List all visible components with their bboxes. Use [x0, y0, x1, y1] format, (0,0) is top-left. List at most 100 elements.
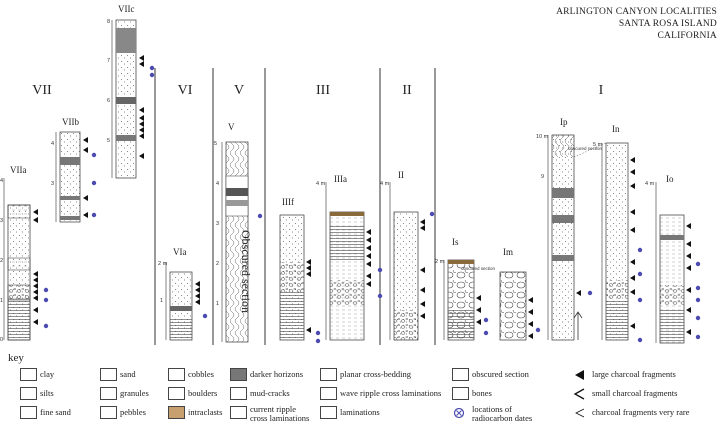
scale-tick: 1 — [216, 301, 219, 307]
large-charcoal-marker — [139, 61, 144, 67]
radiocarbon-marker — [695, 315, 701, 321]
key-small-charcoal: small charcoal fragments — [592, 388, 678, 398]
obscured-label-small: obscured section — [568, 146, 603, 151]
scale-tick: 1 — [0, 298, 3, 304]
key-wave-ripple: wave ripple cross laminations — [340, 388, 442, 398]
column-Is: Is 2 m obscured section — [435, 237, 496, 341]
radiocarbon-marker — [315, 338, 321, 344]
large-charcoal-marker — [306, 259, 311, 265]
key-planar-cross-bedding: planar cross-bedding — [340, 369, 412, 379]
radiocarbon-marker — [43, 323, 49, 329]
key-fine-sand: fine sand — [40, 407, 71, 417]
key-current-ripple: current ripple — [250, 404, 297, 414]
large-charcoal-marker — [139, 127, 144, 133]
large-charcoal-icon — [572, 368, 587, 380]
column-label: V — [228, 122, 235, 132]
column-Ip: Ip 10 m 9 obscured section — [536, 117, 603, 341]
current-ripple-swatch — [230, 406, 247, 419]
large-charcoal-marker — [195, 293, 200, 299]
column-label: IIIf — [282, 197, 294, 207]
large-charcoal-marker — [420, 225, 425, 231]
radiocarbon-marker — [91, 212, 97, 218]
section-label-VII: VII — [32, 83, 52, 98]
key-silts: silts — [40, 388, 54, 398]
radiocarbon-marker — [695, 297, 701, 303]
title-line-1: ARLINGTON CANYON LOCALITIES — [556, 7, 717, 17]
key-darker-horizons: darker horizons — [250, 369, 304, 379]
scale-tick: 10 m — [536, 134, 549, 140]
pebbles-swatch — [100, 406, 117, 419]
charcoal-and-radiocarbon-markers — [33, 55, 701, 344]
large-charcoal-marker — [420, 301, 425, 307]
scale-tick: 0 — [0, 337, 3, 343]
large-charcoal-marker — [366, 261, 371, 267]
title-line-3: CALIFORNIA — [657, 31, 717, 41]
key-granules: granules — [120, 388, 149, 398]
key-large-charcoal: large charcoal fragments — [592, 369, 676, 379]
large-charcoal-marker — [630, 259, 635, 265]
large-charcoal-marker — [366, 273, 371, 279]
large-charcoal-marker — [366, 281, 371, 287]
column-label: II — [398, 170, 404, 180]
key-laminations: laminations — [340, 407, 380, 417]
large-charcoal-marker — [366, 237, 371, 243]
column-label: VIIc — [118, 4, 135, 14]
obscured-section-label: Obscured section — [239, 230, 253, 313]
large-charcoal-marker — [528, 309, 533, 315]
section-label-VI: VI — [178, 83, 193, 98]
radiocarbon-marker — [149, 72, 155, 78]
scale-tick: 4 — [0, 178, 3, 184]
scale-tick: 2 m — [158, 261, 168, 267]
fine-sand-swatch — [20, 406, 37, 419]
column-label: IIIa — [334, 174, 347, 184]
large-charcoal-marker — [33, 209, 38, 215]
radiocarbon-marker — [637, 297, 643, 303]
scale-tick: 4 m — [380, 181, 390, 187]
large-charcoal-marker — [420, 313, 425, 319]
section-label-V: V — [234, 83, 244, 98]
sand-swatch — [100, 368, 117, 381]
scale-tick: 4 — [216, 181, 219, 187]
column-label: Is — [452, 237, 459, 247]
scale-tick: 3 — [51, 181, 54, 187]
key-heading: key — [8, 352, 24, 364]
column-IIIf: IIIf — [279, 197, 305, 341]
scale-tick: 2 — [216, 261, 219, 267]
scale-tick: 5 — [214, 141, 217, 147]
radiocarbon-marker — [429, 211, 435, 217]
large-charcoal-marker — [420, 219, 425, 225]
section-label-I: I — [599, 83, 604, 98]
large-charcoal-marker — [630, 323, 635, 329]
large-charcoal-marker — [686, 265, 691, 271]
radiocarbon-marker — [257, 213, 263, 219]
radiocarbon-marker — [315, 330, 321, 336]
large-charcoal-marker — [306, 271, 311, 277]
key-radiocarbon-1: locations of — [472, 404, 512, 414]
cobbles-swatch — [168, 368, 185, 381]
large-charcoal-marker — [630, 169, 635, 175]
column-IIIa: IIIa 4 m — [316, 174, 365, 341]
large-charcoal-marker — [33, 217, 38, 223]
radiocarbon-marker — [587, 290, 593, 296]
large-charcoal-marker — [139, 153, 144, 159]
large-charcoal-marker — [686, 329, 691, 335]
radiocarbon-icon — [452, 406, 467, 419]
large-charcoal-marker — [306, 265, 311, 271]
radiocarbon-marker — [637, 247, 643, 253]
large-charcoal-marker — [83, 137, 88, 143]
column-label: VIIb — [62, 117, 79, 127]
radiocarbon-marker — [695, 334, 701, 340]
large-charcoal-marker — [33, 283, 38, 289]
column-Io: Io 4 m — [645, 174, 685, 344]
radiocarbon-marker — [377, 293, 383, 299]
column-label: Ip — [560, 117, 568, 127]
column-II: II 4 m — [380, 170, 419, 341]
key-obscured: obscured section — [472, 369, 529, 379]
key-cobbles: cobbles — [188, 369, 214, 379]
large-charcoal-marker — [83, 212, 88, 218]
mud-cracks-swatch — [230, 387, 247, 400]
large-charcoal-marker — [139, 115, 144, 121]
large-charcoal-marker — [630, 275, 635, 281]
key-clay: clay — [40, 369, 55, 379]
large-charcoal-marker — [139, 107, 144, 113]
